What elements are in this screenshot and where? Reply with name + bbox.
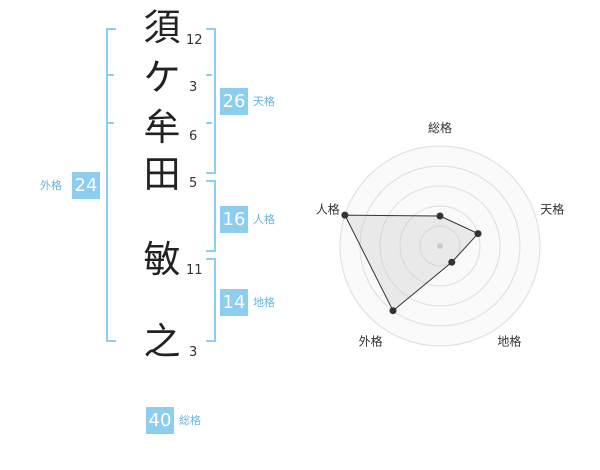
stroke-count-3: 6 — [189, 129, 198, 144]
soukaku-value: 40 — [146, 407, 174, 434]
radar-ring-2 — [399, 205, 481, 287]
tenkaku-label: 天格 — [253, 95, 275, 108]
stroke-count-2: 3 — [189, 80, 198, 95]
soukaku-label: 総格 — [179, 414, 201, 427]
jinkaku-value: 16 — [220, 206, 248, 233]
chikaku-value: 14 — [220, 289, 248, 316]
chikaku-bracket — [206, 258, 216, 342]
name-char-1: 須 — [143, 6, 181, 49]
tenkaku-bracket-tick-1 — [206, 74, 212, 76]
radar-ring-1 — [419, 225, 461, 267]
chikaku-label: 地格 — [253, 296, 275, 309]
radar-point-5 — [341, 211, 349, 219]
gaikaku-bracket — [106, 28, 116, 342]
radar-ring-3 — [379, 185, 501, 307]
gaikaku-value: 24 — [72, 172, 100, 199]
radar-axis-label-3: 地格 — [497, 334, 521, 349]
stroke-count-4: 5 — [189, 176, 198, 191]
tenkaku-bracket-tick-2 — [206, 122, 212, 124]
radar-point-2 — [474, 230, 482, 238]
jinkaku-label: 人格 — [253, 213, 275, 226]
name-char-6: 之 — [143, 320, 181, 363]
name-char-5: 敏 — [143, 238, 181, 281]
radar-point-4 — [389, 307, 397, 315]
gaikaku-bracket-tick-2 — [108, 122, 114, 124]
gaikaku-label: 外格 — [40, 179, 62, 192]
radar-axis-label-5: 人格 — [316, 202, 340, 217]
stroke-count-1: 12 — [186, 33, 203, 48]
stroke-count-5: 11 — [186, 263, 203, 278]
name-char-2: ケ — [143, 56, 181, 99]
name-char-3: 牟 — [143, 106, 181, 149]
name-char-4: 田 — [143, 153, 181, 196]
radar-series-area — [344, 214, 479, 312]
radar-axis-label-2: 天格 — [540, 202, 564, 217]
radar-axis-label-4: 外格 — [359, 334, 383, 349]
radar-point-3 — [448, 258, 456, 266]
stroke-count-6: 3 — [189, 345, 198, 360]
radar-point-1 — [436, 212, 444, 220]
tenkaku-bracket — [206, 28, 216, 174]
radar-center — [437, 243, 443, 249]
tenkaku-value: 26 — [220, 88, 248, 115]
jinkaku-bracket — [206, 180, 216, 252]
radar-axis-label-1: 総格 — [428, 120, 452, 135]
gaikaku-bracket-tick-1 — [108, 74, 114, 76]
radar-ring-5 — [339, 145, 541, 347]
